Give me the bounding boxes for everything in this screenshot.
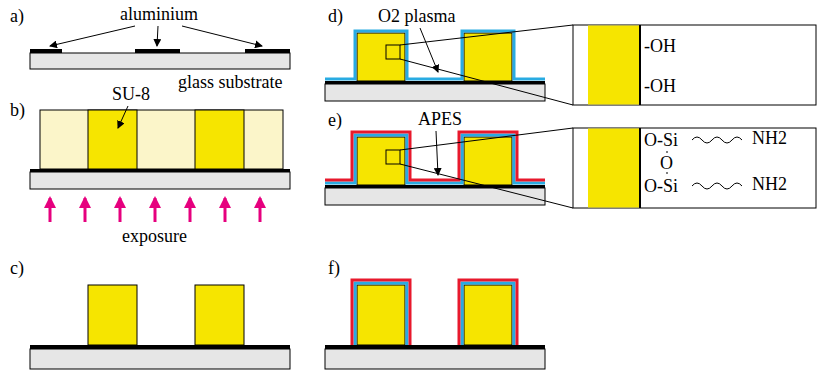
chemical-group: O-Si	[644, 176, 678, 196]
process-label: exposure	[122, 226, 187, 246]
chemical-group: O	[660, 153, 673, 173]
panel-letter: f)	[328, 258, 340, 278]
chemical-group: O-Si	[644, 130, 678, 150]
panel-letter: b)	[10, 100, 25, 120]
material-label: glass substrate	[178, 72, 282, 92]
chemical-group: -OH	[644, 36, 676, 56]
panel-letter: d)	[328, 6, 343, 26]
panel-letter: e)	[328, 110, 342, 130]
chemical-group: NH2	[752, 128, 787, 148]
material-label: aluminium	[120, 4, 198, 24]
panel-letter: c)	[10, 258, 24, 278]
chemical-group: -OH	[644, 76, 676, 96]
process-label: O2 plasma	[378, 6, 455, 26]
chemical-group: NH2	[752, 174, 787, 194]
material-label: SU-8	[112, 84, 150, 104]
process-label: APES	[418, 109, 462, 129]
panel-letter: a)	[10, 6, 24, 26]
